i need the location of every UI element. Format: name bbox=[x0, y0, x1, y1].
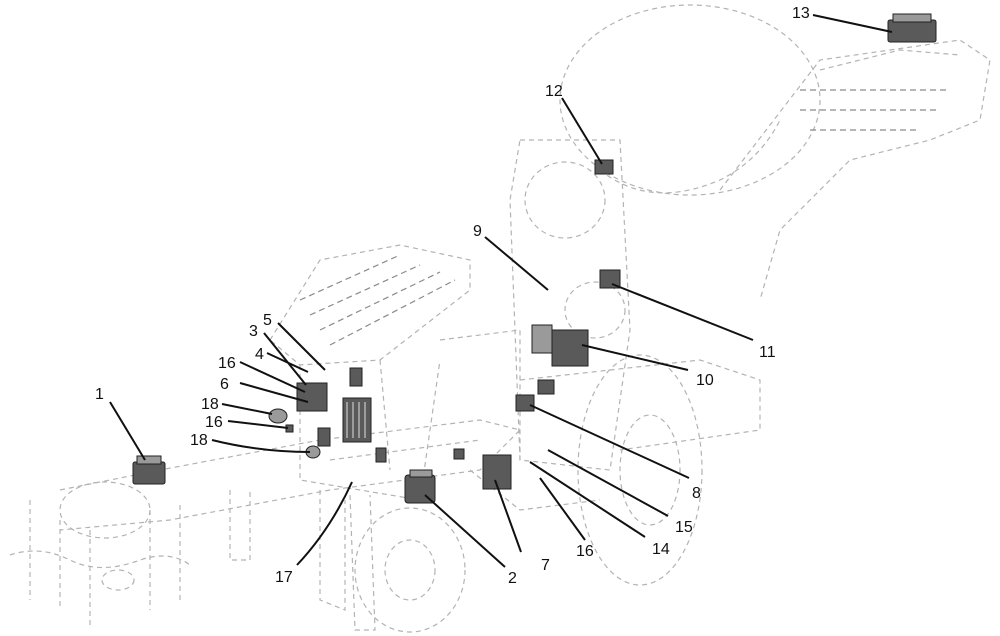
leader-11 bbox=[611, 283, 754, 341]
leader-5 bbox=[277, 322, 326, 371]
components bbox=[132, 13, 937, 504]
callout-10: 10 bbox=[696, 372, 714, 389]
component-13-valve-block bbox=[887, 13, 937, 43]
leader-9 bbox=[484, 236, 549, 291]
leader-7 bbox=[494, 479, 522, 553]
leader-16a bbox=[239, 361, 306, 393]
callout-4: 4 bbox=[255, 346, 264, 363]
leader-4 bbox=[266, 352, 309, 373]
callout-17: 17 bbox=[275, 569, 293, 586]
component-relays bbox=[296, 367, 465, 463]
leader-15 bbox=[547, 449, 669, 517]
component-1-valve-block bbox=[132, 455, 166, 485]
component-fuse-rack bbox=[342, 397, 372, 443]
leader-10 bbox=[581, 344, 689, 371]
callout-16-upper: 16 bbox=[218, 355, 236, 372]
leader-16c bbox=[539, 477, 586, 541]
component-2-pump bbox=[404, 469, 436, 504]
component-sensors bbox=[268, 408, 321, 459]
component-10-block bbox=[531, 324, 589, 367]
component-11-module bbox=[599, 269, 621, 289]
callout-14: 14 bbox=[652, 541, 670, 558]
callout-16-lower: 16 bbox=[576, 543, 594, 560]
component-8-module bbox=[515, 379, 555, 412]
callout-labels: 1 2 3 4 5 6 7 8 9 10 11 12 13 14 15 16 1… bbox=[95, 5, 810, 587]
leader-12 bbox=[561, 97, 603, 165]
leader-17 bbox=[296, 481, 353, 566]
callout-2: 2 bbox=[508, 570, 517, 587]
callout-18-lower: 18 bbox=[190, 432, 208, 449]
callout-3: 3 bbox=[249, 323, 258, 340]
leader-6 bbox=[239, 382, 309, 403]
machine-ghost-outline bbox=[9, 4, 991, 633]
callout-15: 15 bbox=[675, 519, 693, 536]
leader-2 bbox=[424, 494, 506, 568]
leader-3 bbox=[263, 332, 307, 386]
leader-18b bbox=[211, 439, 311, 453]
leader-1 bbox=[109, 401, 146, 461]
callout-13: 13 bbox=[792, 5, 810, 22]
leader-8 bbox=[529, 404, 690, 479]
leader-13 bbox=[812, 14, 893, 33]
callout-6: 6 bbox=[220, 376, 229, 393]
callout-12: 12 bbox=[545, 83, 563, 100]
callout-1: 1 bbox=[95, 386, 104, 403]
callout-7: 7 bbox=[541, 557, 550, 574]
callout-8: 8 bbox=[692, 485, 701, 502]
callout-9: 9 bbox=[473, 223, 482, 240]
callout-18-upper: 18 bbox=[201, 396, 219, 413]
callout-5: 5 bbox=[263, 312, 272, 329]
leader-18a bbox=[221, 403, 273, 415]
component-12-module bbox=[594, 159, 614, 175]
leader-lines bbox=[109, 14, 893, 568]
leader-16b bbox=[227, 420, 289, 429]
callout-16-middle: 16 bbox=[205, 414, 223, 431]
callout-11: 11 bbox=[759, 344, 776, 361]
leader-14 bbox=[529, 461, 646, 538]
